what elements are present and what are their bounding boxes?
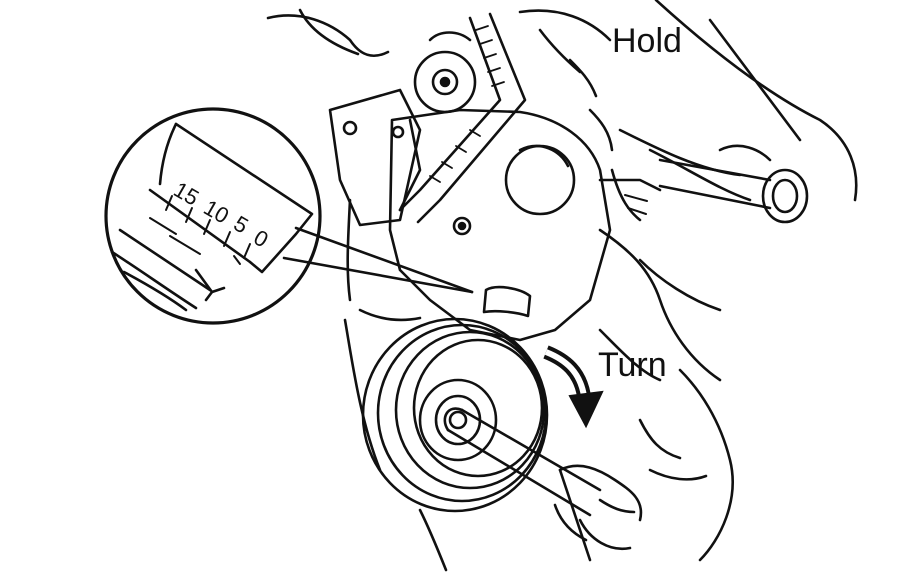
turn-arrow xyxy=(543,345,604,429)
timing-belt xyxy=(398,12,527,224)
timing-pointer-tab xyxy=(482,285,532,318)
scale-mark-0: 0 xyxy=(250,225,273,253)
magnifier-circle xyxy=(104,107,322,325)
coolant-pipe xyxy=(658,144,809,224)
hand xyxy=(553,464,643,551)
callout-pointer xyxy=(282,226,474,294)
turn-label: Turn xyxy=(598,346,667,384)
scale-mark-5: 5 xyxy=(230,211,253,239)
wrench xyxy=(443,407,602,517)
idler-pulley xyxy=(413,31,477,114)
timing-cover xyxy=(388,58,662,342)
hold-label: Hold xyxy=(612,22,682,60)
crankshaft-pulley xyxy=(361,317,549,513)
scale-mark-15: 15 xyxy=(170,177,204,211)
lower-engine-outline xyxy=(343,318,734,572)
timing-scale-ticks xyxy=(165,195,251,259)
scale-mark-10: 10 xyxy=(200,195,234,229)
